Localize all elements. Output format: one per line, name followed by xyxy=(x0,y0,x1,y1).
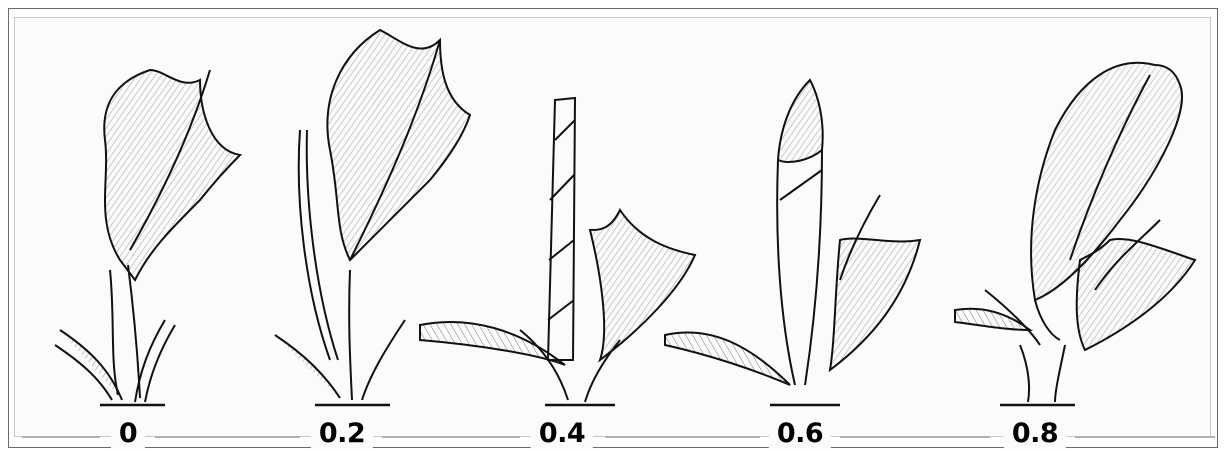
stage-label: 0.2 xyxy=(311,418,373,449)
plant-stage-0.8 xyxy=(955,63,1195,405)
stage-label: 0 xyxy=(111,418,145,449)
stage-label: 0.6 xyxy=(769,418,831,449)
plant-stage-0 xyxy=(55,70,240,405)
plant-stage-0.4 xyxy=(420,98,695,405)
stage-label: 0.8 xyxy=(1004,418,1066,449)
plant-stage-0.6 xyxy=(665,80,920,405)
stage-label: 0.4 xyxy=(531,418,593,449)
plant-stage-0.2 xyxy=(275,30,470,405)
